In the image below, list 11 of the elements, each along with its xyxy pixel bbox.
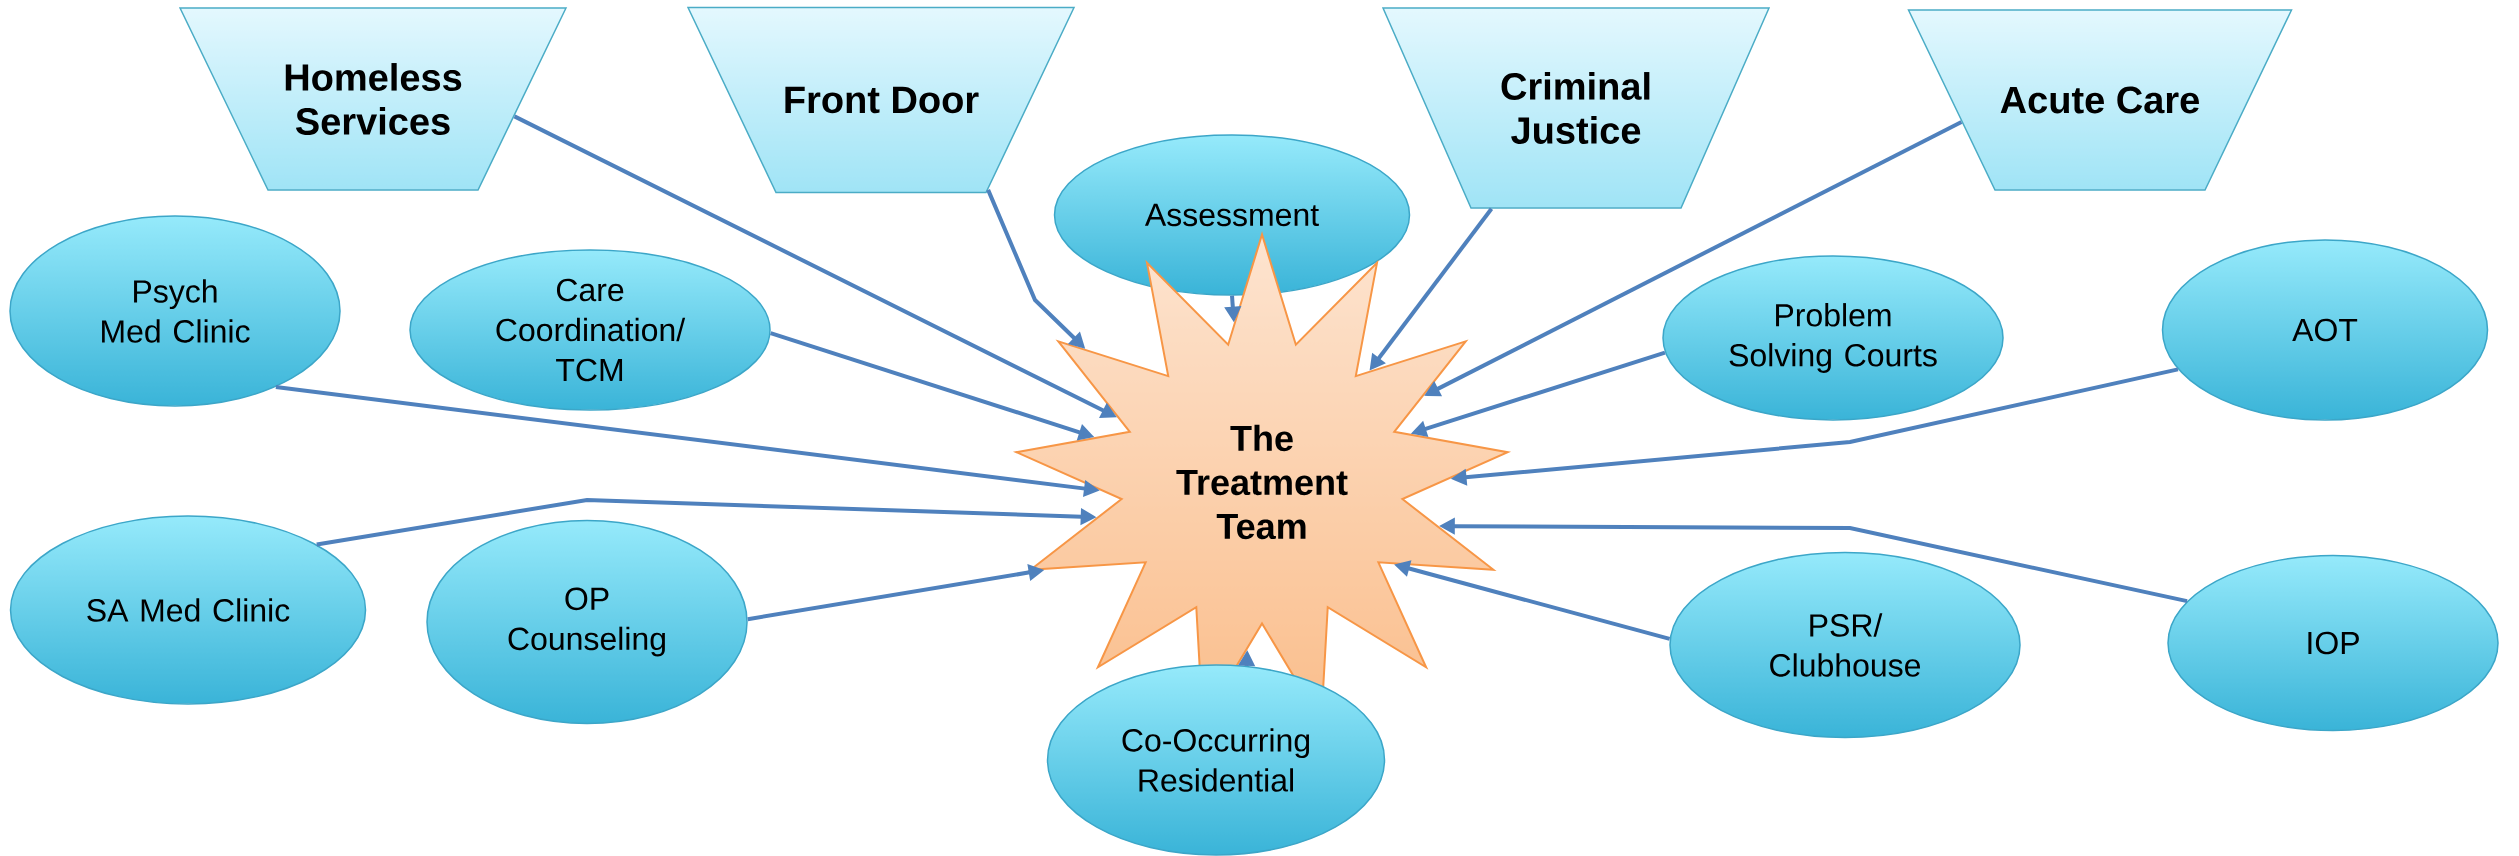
ellipse-node: Assessment xyxy=(1053,134,1411,296)
ellipse-node: SA Med Clinic xyxy=(9,515,367,705)
ellipse-node: Co-Occurring Residential xyxy=(1046,664,1386,856)
ellipse-node: PSR/ Clubhouse xyxy=(1669,551,2021,739)
ellipse-node: IOP xyxy=(2167,554,2499,732)
ellipse-node: Care Coordination/ TCM xyxy=(409,249,771,411)
funnel-box: Acute Care xyxy=(1907,9,2293,191)
ellipse-node: AOT xyxy=(2161,239,2489,421)
ellipse-node: Psych Med Clinic xyxy=(9,215,341,407)
ellipse-node: Problem Solving Courts xyxy=(1662,255,2004,421)
ellipse-node: OP Counseling xyxy=(426,519,748,725)
